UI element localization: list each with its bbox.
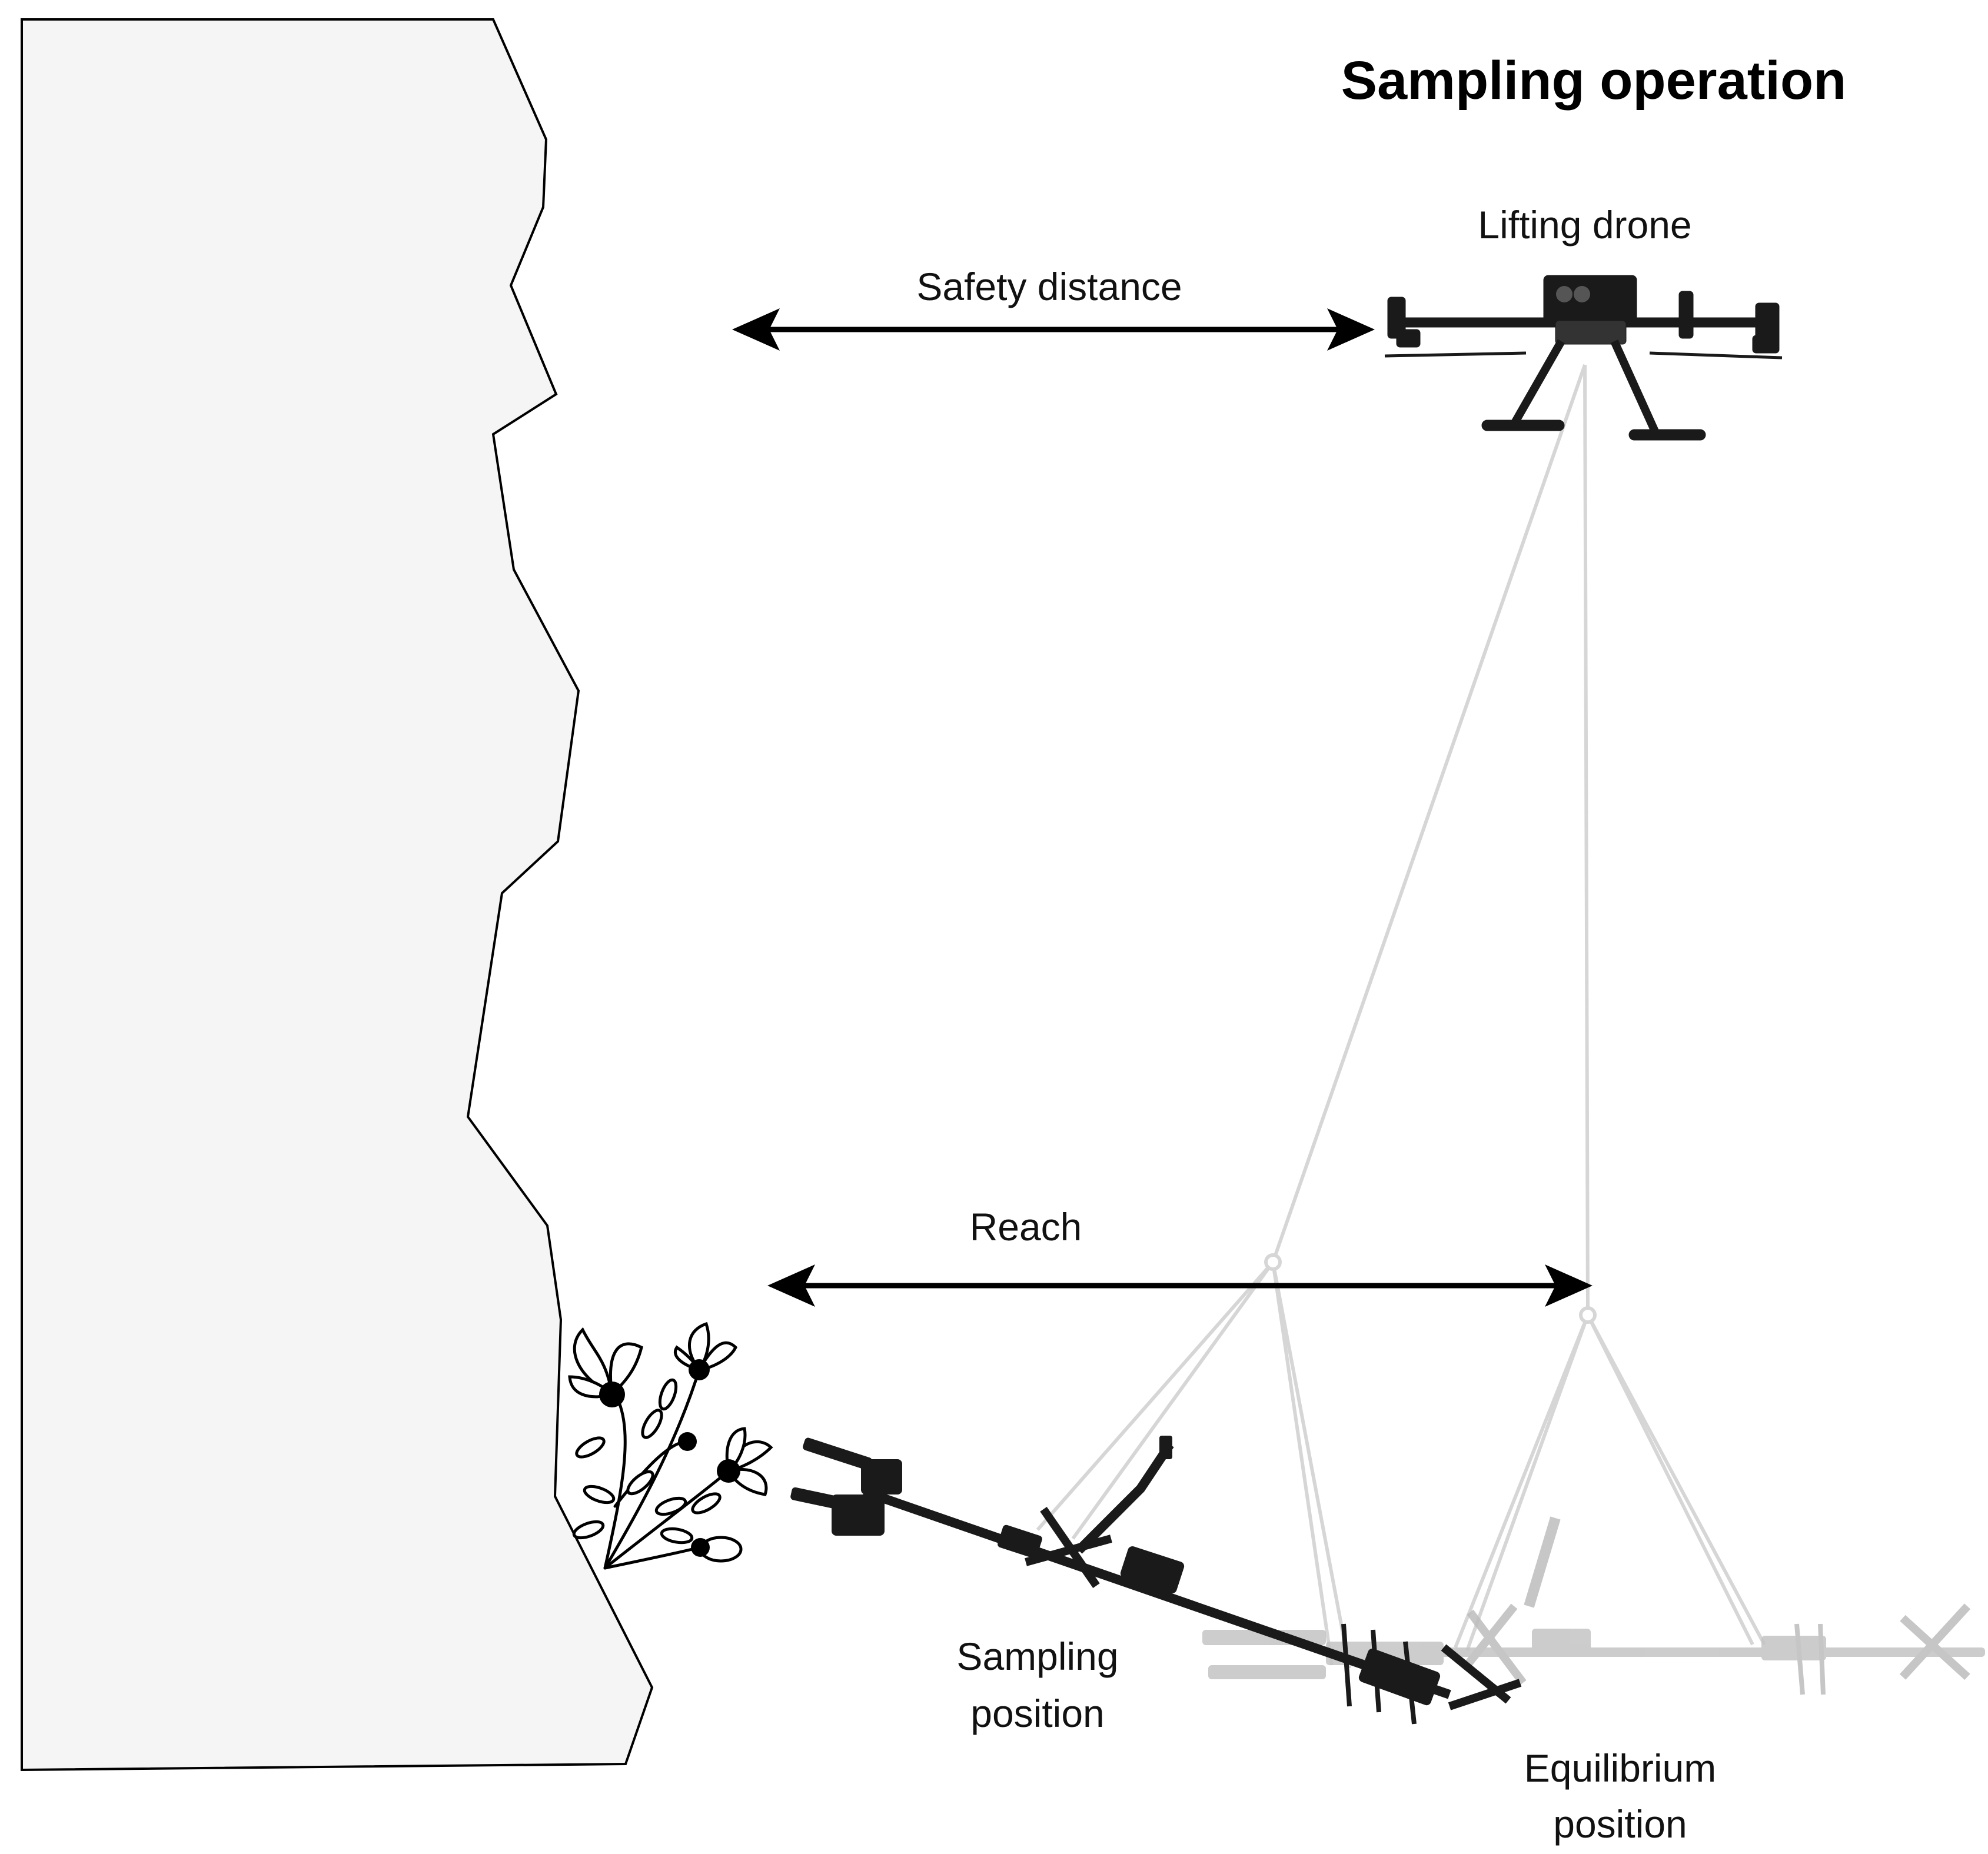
- cliff-wall: [21, 18, 654, 1772]
- lifting-drone-label: Lifting drone: [1478, 203, 1691, 247]
- equilibrium-position-label-line2: position: [1553, 1802, 1687, 1846]
- lifting-drone-icon: [1384, 275, 1783, 441]
- safety-distance-label: Safety distance: [916, 265, 1182, 308]
- sampling-position-label-line1: Sampling: [956, 1635, 1118, 1678]
- plant-sample-icon: [568, 1322, 773, 1570]
- sampling-platform-active: [790, 1436, 1522, 1725]
- diagram-title: Sampling operation: [1341, 51, 1847, 111]
- sampling-position-label-line2: position: [970, 1692, 1105, 1735]
- reach-label: Reach: [970, 1205, 1082, 1249]
- sampling-platform-equilibrium: [1202, 1516, 1985, 1695]
- equilibrium-position-label-line1: Equilibrium: [1524, 1746, 1716, 1790]
